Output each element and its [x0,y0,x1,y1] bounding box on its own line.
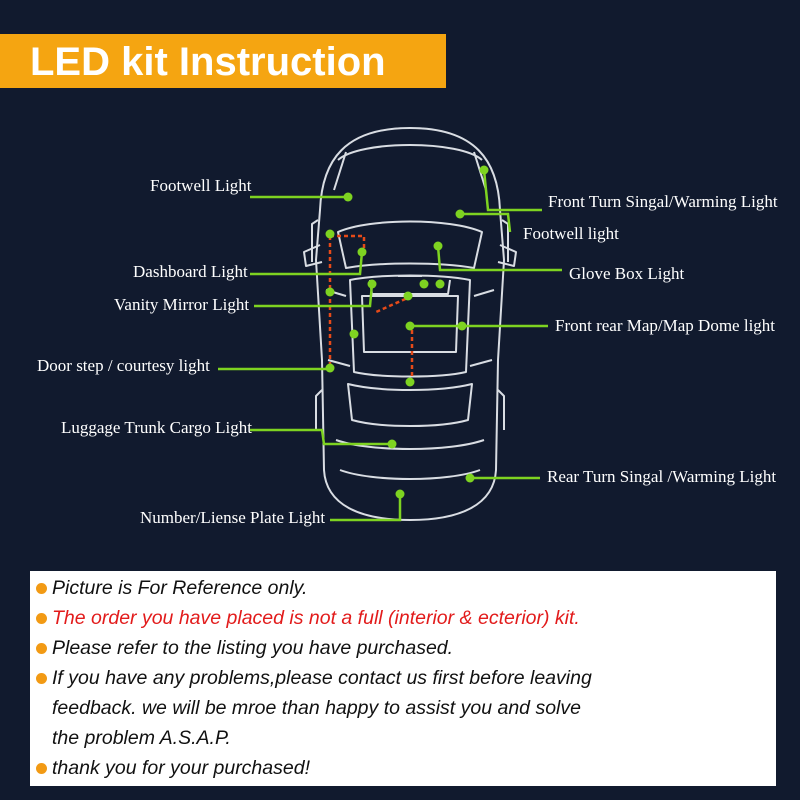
led-dot [387,439,397,449]
bullet-icon [36,763,47,774]
label-footwell-right: Footwell light [523,224,619,243]
wiring-accents [328,234,414,380]
led-dot [325,363,335,373]
label-vanity-mirror: Vanity Mirror Light [114,295,249,314]
led-dot [343,192,353,202]
notes-panel: Picture is For Reference only. The order… [30,571,776,786]
led-dot [419,279,429,289]
led-dot [455,209,465,219]
car-led-diagram: Footwell Light Dashboard Light Vanity Mi… [37,127,778,527]
led-dot [395,489,405,499]
note-text: feedback. we will be mroe than happy to … [52,697,581,719]
label-map-dome: Front rear Map/Map Dome light [555,316,775,335]
led-dot [465,473,475,483]
led-dot [433,241,443,251]
note-text: The order you have placed is not a full … [52,607,580,629]
label-luggage-trunk: Luggage Trunk Cargo Light [61,418,252,437]
label-glove-box: Glove Box Light [569,264,684,283]
bullet-icon [36,583,47,594]
led-dot [405,377,415,387]
note-text: If you have any problems,please contact … [52,667,592,689]
note-text: thank you for your purchased! [52,757,310,779]
led-dot [405,321,415,331]
leader-lines [218,169,562,522]
bullet-icon [36,673,47,684]
title-banner: LED kit Instruction [0,34,446,88]
label-dashboard: Dashboard Light [133,262,248,281]
note-text: Please refer to the listing you have pur… [52,637,454,659]
led-dot [457,321,467,331]
led-points [325,165,489,499]
led-dot [435,279,445,289]
label-front-turn: Front Turn Singal/Warming Light [548,192,778,211]
note-text: the problem A.S.A.P. [52,727,231,749]
led-dot [357,247,367,257]
led-dot [325,287,335,297]
label-footwell-left: Footwell Light [150,176,252,195]
label-number-plate: Number/Liense Plate Light [140,508,325,527]
bullet-icon [36,613,47,624]
led-dot [479,165,489,175]
page-title: LED kit Instruction [30,40,386,84]
led-dot [349,329,359,339]
label-door-step: Door step / courtesy light [37,356,210,375]
bullet-icon [36,643,47,654]
led-dot [403,291,413,301]
label-rear-turn: Rear Turn Singal /Warming Light [547,467,776,486]
led-dot [325,229,335,239]
led-dot [367,279,377,289]
note-text: Picture is For Reference only. [52,577,308,599]
